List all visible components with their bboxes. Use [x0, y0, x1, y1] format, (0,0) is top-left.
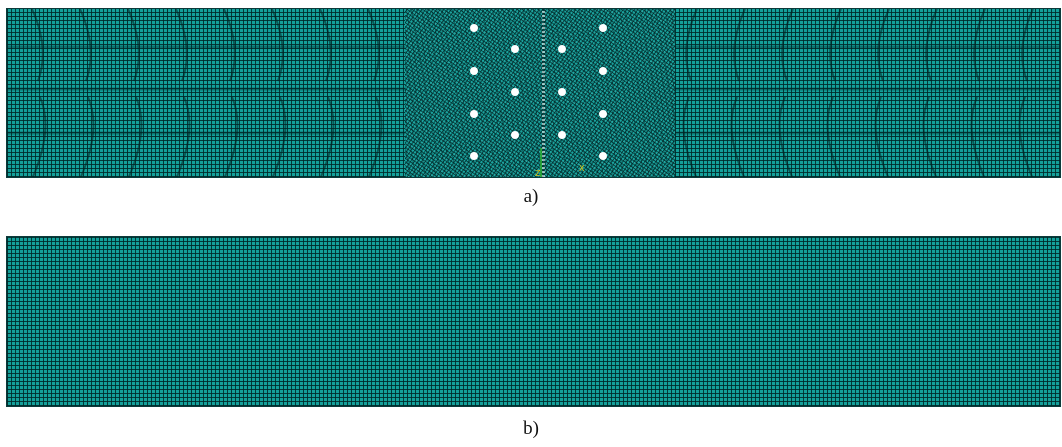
- hole-marker: [470, 24, 478, 32]
- hole-marker: [511, 131, 519, 139]
- hole-marker: [558, 88, 566, 96]
- mesh-panel-a: X Z: [6, 8, 1061, 178]
- hole-marker: [558, 45, 566, 53]
- hole-marker: [558, 131, 566, 139]
- hole-marker: [599, 67, 607, 75]
- mesh-partition-line: [542, 9, 545, 177]
- axis-x-label: X: [579, 164, 585, 173]
- structured-mesh-left-zone: [7, 9, 405, 177]
- hole-marker: [599, 24, 607, 32]
- caption-b: b): [523, 418, 539, 439]
- hole-marker: [599, 110, 607, 118]
- hole-marker: [470, 67, 478, 75]
- caption-a: a): [523, 186, 539, 207]
- hole-marker: [470, 110, 478, 118]
- axis-triad-icon: [540, 148, 542, 177]
- structured-mesh-right-zone: [675, 9, 1060, 177]
- hole-marker: [511, 88, 519, 96]
- hole-marker: [511, 45, 519, 53]
- refined-mesh-hole-zone: [405, 9, 675, 177]
- hole-marker: [599, 152, 607, 160]
- mesh-panel-b: [6, 236, 1061, 407]
- axis-z-label: Z: [535, 169, 541, 178]
- hole-marker: [470, 152, 478, 160]
